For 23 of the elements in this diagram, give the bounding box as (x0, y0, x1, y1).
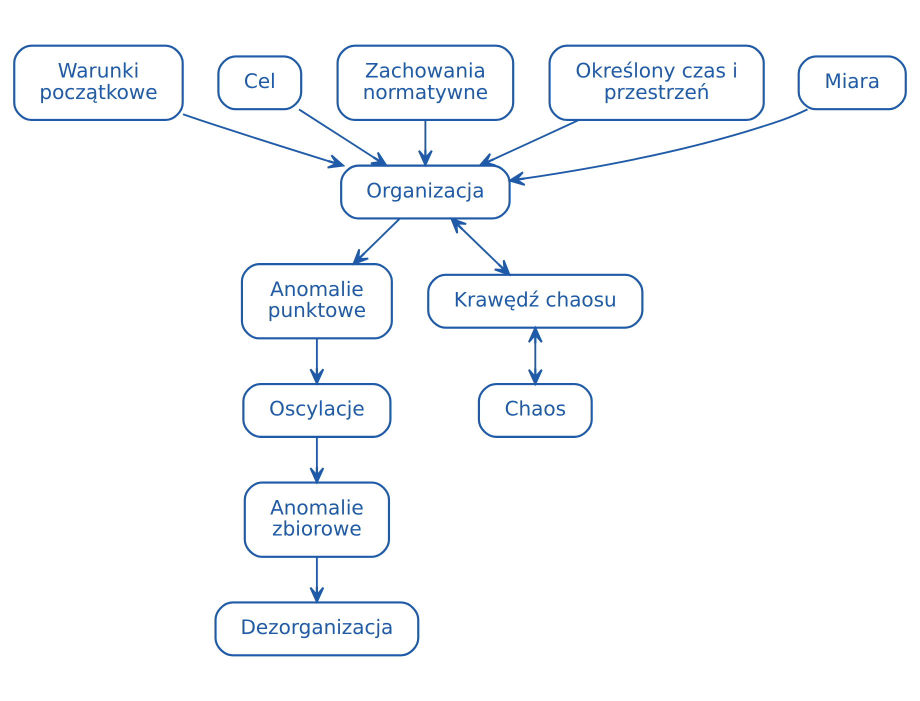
arrow (310, 338, 324, 384)
arrow (450, 218, 510, 276)
node-box: Miara (798, 55, 907, 110)
node-box: Chaos (478, 382, 593, 438)
arrow (182, 113, 344, 168)
arrow (418, 120, 433, 166)
node-box: Dezorganizacja (214, 601, 420, 656)
arrow (310, 557, 324, 603)
node-box: Krawędź chaosu (427, 274, 644, 329)
node-box: Zachowania normatywne (336, 44, 514, 122)
node-box: Oscylacje (242, 382, 392, 438)
node-box: Cel (217, 55, 302, 110)
arrow (528, 326, 543, 385)
node-box: Określony czas i przestrzeń (548, 44, 765, 122)
node-box: Organizacja (340, 164, 511, 220)
node-box: Warunki początkowe (13, 44, 184, 122)
arrow (478, 119, 580, 166)
node-box: Anomalie punktowe (240, 263, 393, 340)
arrow (298, 108, 388, 167)
arrow (310, 437, 324, 484)
arrow (352, 218, 400, 265)
arrow (508, 108, 808, 186)
node-box: Anomalie zbiorowe (244, 481, 390, 558)
